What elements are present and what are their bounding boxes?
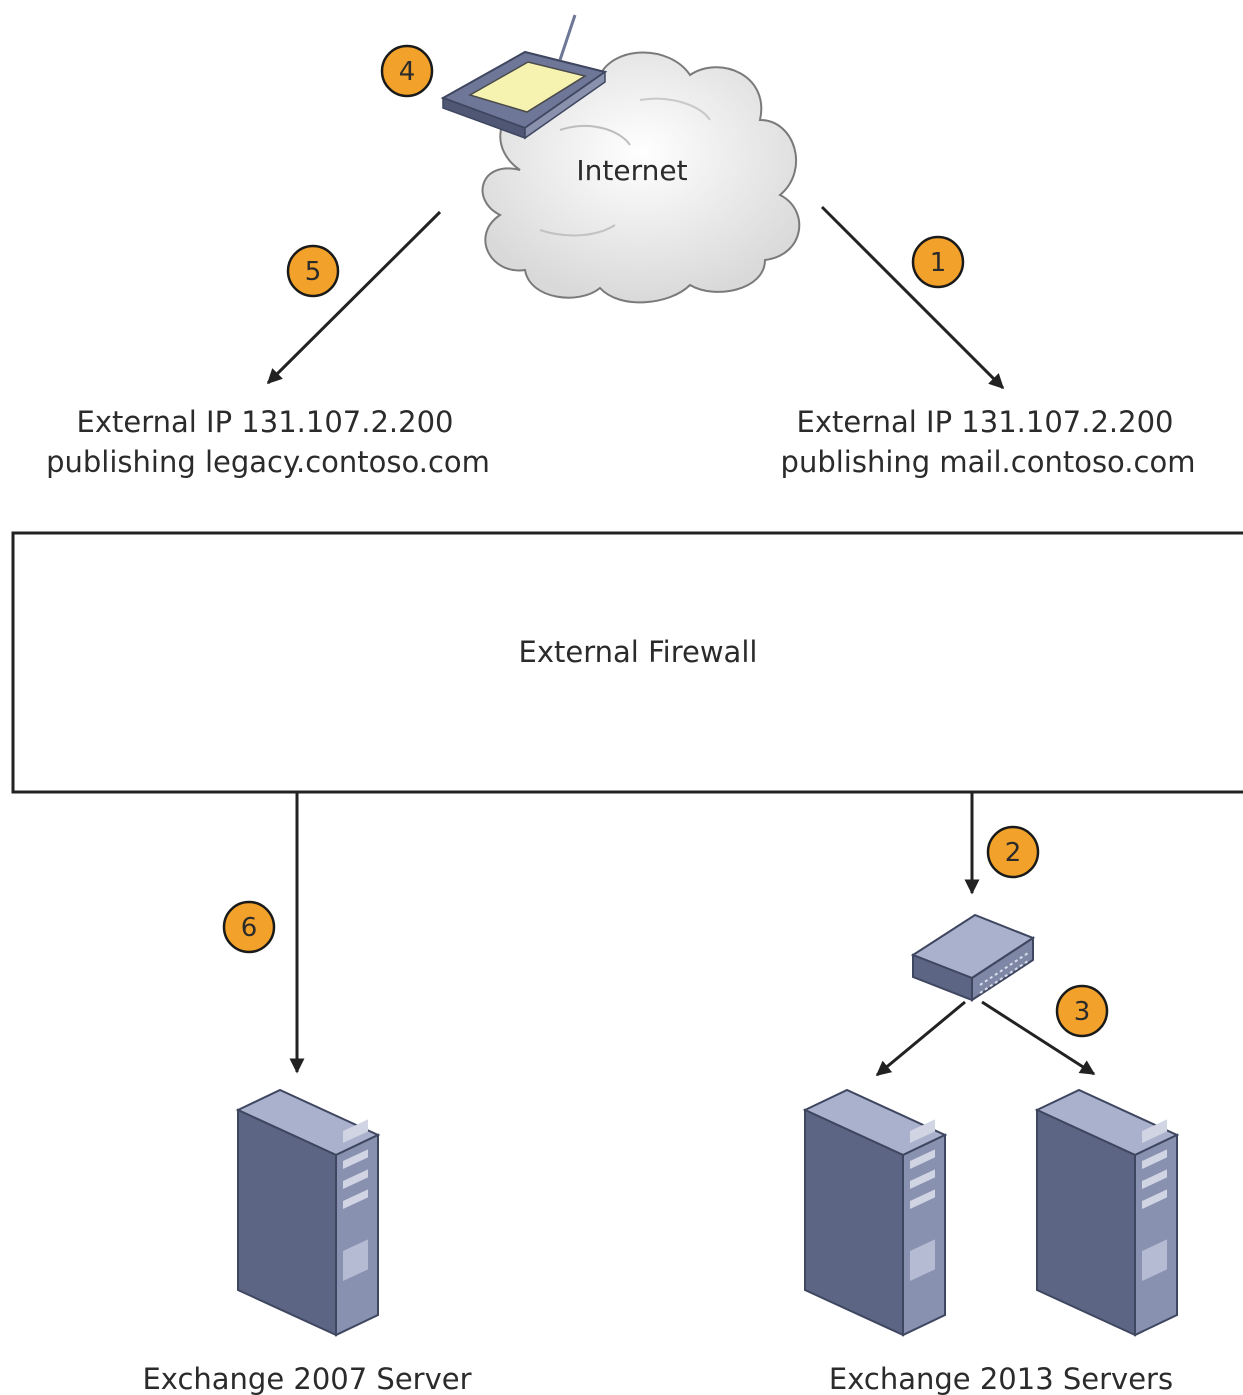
arrow-cloud-to-mail — [820, 205, 1005, 390]
exchange-2007-server-icon — [235, 1088, 381, 1337]
mail-endpoint-ip: External IP 131.107.2.200 — [797, 405, 1174, 439]
legacy-endpoint-publishing: publishing legacy.contoso.com — [46, 445, 490, 479]
svg-text:3: 3 — [1074, 997, 1091, 1027]
step-badge-1: 1 — [911, 235, 965, 289]
exchange-2013-label: Exchange 2013 Servers — [829, 1362, 1173, 1395]
internet-label: Internet — [576, 154, 687, 187]
svg-text:4: 4 — [399, 57, 416, 87]
exchange-2013-server-a-icon — [802, 1088, 948, 1337]
step-badge-2: 2 — [986, 825, 1040, 879]
arrow-cloud-to-legacy — [266, 210, 442, 385]
arrow-switch-to-server-a — [875, 1000, 966, 1077]
step-badge-6: 6 — [222, 900, 276, 954]
svg-text:2: 2 — [1005, 838, 1022, 868]
svg-text:5: 5 — [305, 257, 322, 287]
svg-text:6: 6 — [241, 913, 258, 943]
external-firewall-box — [11, 531, 1243, 794]
tablet-icon — [440, 14, 608, 140]
legacy-endpoint-ip: External IP 131.107.2.200 — [77, 405, 454, 439]
exchange-2007-label: Exchange 2007 Server — [142, 1362, 471, 1395]
exchange-2013-server-b-icon — [1034, 1088, 1180, 1337]
mail-endpoint-publishing: publishing mail.contoso.com — [781, 445, 1196, 479]
svg-text:1: 1 — [930, 248, 947, 278]
step-badge-4: 4 — [380, 44, 434, 98]
step-badge-5: 5 — [286, 244, 340, 298]
step-badge-3: 3 — [1055, 984, 1109, 1038]
arrow-switch-to-server-b — [981, 1000, 1096, 1076]
switch-icon — [910, 913, 1036, 1002]
external-firewall-label: External Firewall — [519, 635, 758, 669]
